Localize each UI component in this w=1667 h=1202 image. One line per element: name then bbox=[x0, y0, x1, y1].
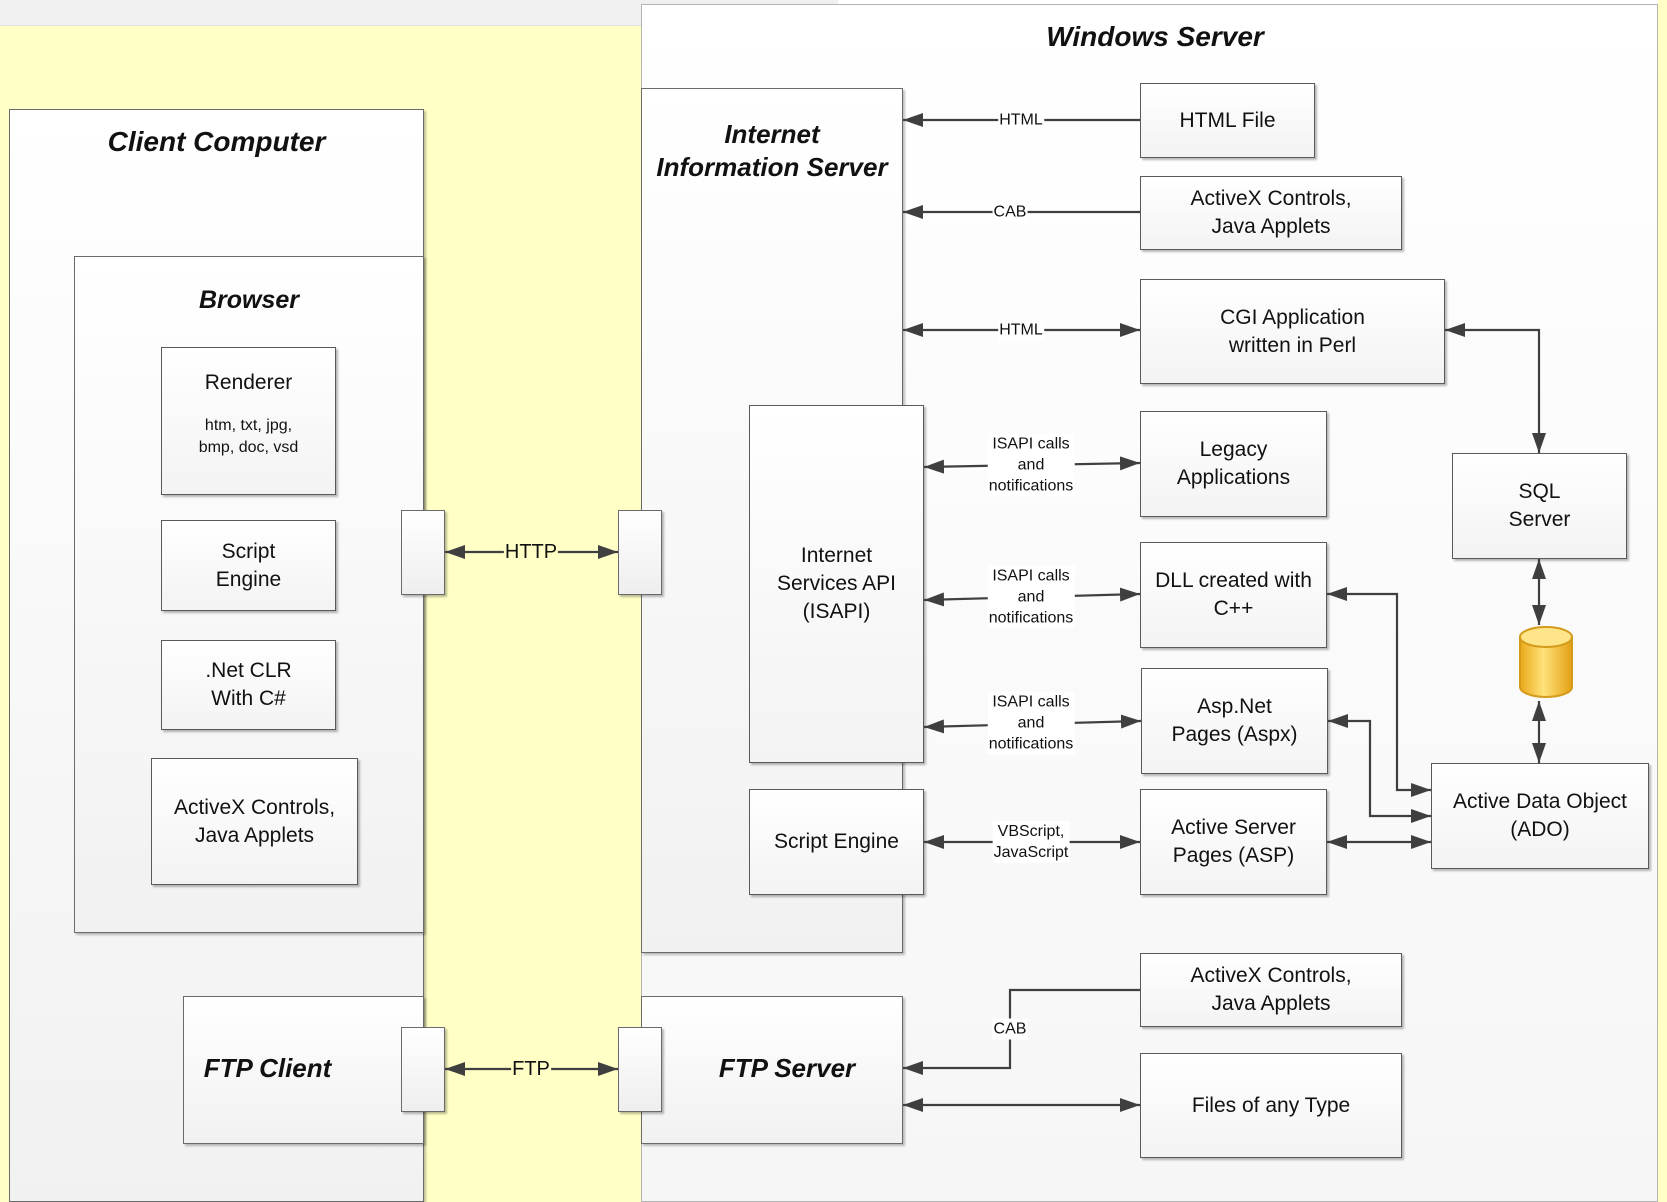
cab-label-1: CAB bbox=[992, 201, 1028, 223]
browser-script-engine-box: Script Engine bbox=[161, 520, 336, 611]
isapi-label-2: ISAPI calls and notifications bbox=[987, 565, 1075, 629]
dll-ado-wire bbox=[1327, 587, 1431, 797]
html-file-box: HTML File bbox=[1140, 83, 1315, 158]
cgi-sql-wire bbox=[1445, 323, 1546, 453]
isapi-label-1: ISAPI calls and notifications bbox=[987, 433, 1075, 497]
client-ftp-port bbox=[401, 1027, 445, 1112]
ftp-label: FTP bbox=[511, 1057, 551, 1081]
ftp-client-title: FTP Client bbox=[203, 1053, 332, 1083]
dll-box: DLL created with C++ bbox=[1140, 542, 1327, 648]
browser-title: Browser bbox=[198, 286, 300, 314]
sql-server-box: SQL Server bbox=[1452, 453, 1627, 559]
ftp-server-container: FTP Server bbox=[641, 996, 903, 1144]
renderer-box: Renderer htm, txt, jpg, bmp, doc, vsd bbox=[161, 347, 336, 495]
iis-title: Internet Information Server bbox=[656, 119, 888, 182]
server-http-port bbox=[618, 510, 662, 595]
ftp-server-title: FTP Server bbox=[718, 1053, 856, 1083]
windows-server-title: Windows Server bbox=[1046, 21, 1264, 52]
renderer-title: Renderer bbox=[204, 371, 293, 394]
asp-box: Active Server Pages (ASP) bbox=[1140, 789, 1327, 895]
database-cylinder-icon bbox=[1519, 626, 1573, 698]
client-http-port bbox=[401, 510, 445, 595]
aspnet-box: Asp.Net Pages (Aspx) bbox=[1141, 668, 1328, 774]
ftp-activex-box: ActiveX Controls, Java Applets bbox=[1140, 953, 1402, 1027]
isapi-box: Internet Services API (ISAPI) bbox=[749, 405, 924, 763]
ado-box: Active Data Object (ADO) bbox=[1431, 763, 1649, 869]
isapi-label-3: ISAPI calls and notifications bbox=[987, 691, 1075, 755]
net-clr-box: .Net CLR With C# bbox=[161, 640, 336, 730]
ftp-client-container: FTP Client bbox=[183, 996, 424, 1144]
html-label-1: HTML bbox=[998, 109, 1044, 131]
client-computer-title: Client Computer bbox=[107, 126, 326, 157]
server-ftp-port bbox=[618, 1027, 662, 1112]
cgi-box: CGI Application written in Perl bbox=[1140, 279, 1445, 384]
renderer-formats: htm, txt, jpg, bmp, doc, vsd bbox=[198, 417, 299, 456]
right-edge-strip bbox=[1658, 0, 1667, 1202]
scripts-label: VBScript, JavaScript bbox=[992, 821, 1070, 863]
legacy-box: Legacy Applications bbox=[1140, 411, 1327, 517]
cab-label-2: CAB bbox=[992, 1018, 1028, 1040]
server-script-engine-box: Script Engine bbox=[749, 789, 924, 895]
activex-cab-box: ActiveX Controls, Java Applets bbox=[1140, 176, 1402, 250]
aspnet-ado-wire bbox=[1328, 714, 1431, 823]
html-label-2: HTML bbox=[998, 319, 1044, 341]
http-label: HTTP bbox=[503, 540, 559, 564]
files-any-type-box: Files of any Type bbox=[1140, 1053, 1402, 1158]
browser-activex-box: ActiveX Controls, Java Applets bbox=[151, 758, 358, 885]
